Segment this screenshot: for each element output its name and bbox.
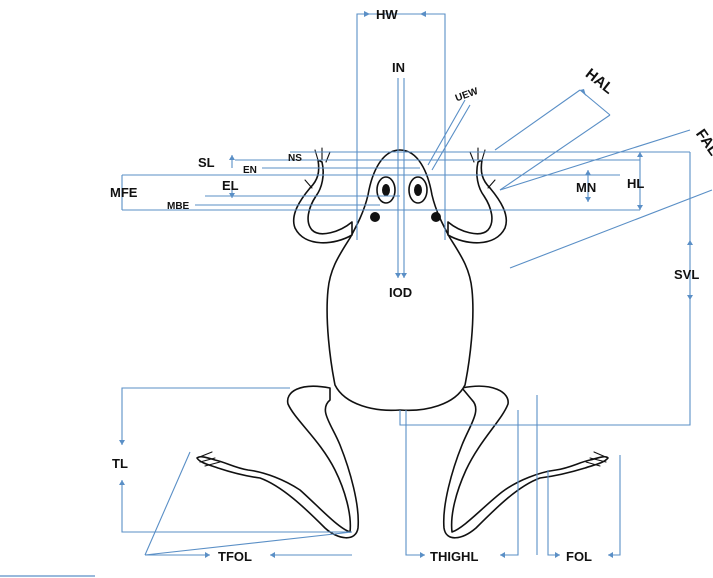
label-in: IN xyxy=(392,60,405,75)
label-hal: HAL xyxy=(582,65,617,97)
tfol-line xyxy=(145,452,352,555)
fal-line xyxy=(500,130,712,268)
label-iod: IOD xyxy=(389,285,412,300)
label-thighl: THIGHL xyxy=(430,549,478,564)
label-el: EL xyxy=(222,178,239,193)
label-fol: FOL xyxy=(566,549,592,564)
left-tympanum xyxy=(370,212,380,222)
label-sl: SL xyxy=(198,155,215,170)
label-fal: FAL xyxy=(692,126,713,159)
left-hind-leg xyxy=(197,386,358,538)
left-pupil xyxy=(382,184,390,196)
label-mbe: MBE xyxy=(167,201,190,212)
label-mfe: MFE xyxy=(110,185,138,200)
label-ns: NS xyxy=(288,153,302,164)
label-tfol: TFOL xyxy=(218,549,252,564)
label-hw: HW xyxy=(376,7,398,22)
label-en: EN xyxy=(243,165,257,176)
right-pupil xyxy=(414,184,422,196)
label-mn: MN xyxy=(576,180,596,195)
label-svl: SVL xyxy=(674,267,699,282)
frog-body xyxy=(327,150,473,410)
measurement-labels: HW IN UEW HAL FAL NS SL EN MFE EL MBE MN… xyxy=(110,7,713,564)
frog-outline-icon xyxy=(197,148,608,538)
label-tl: TL xyxy=(112,456,128,471)
right-hind-leg xyxy=(444,386,608,538)
right-arm xyxy=(448,160,506,243)
left-arm xyxy=(294,160,352,243)
label-uew: UEW xyxy=(454,86,480,105)
label-hl: HL xyxy=(627,176,644,191)
right-tympanum xyxy=(431,212,441,222)
